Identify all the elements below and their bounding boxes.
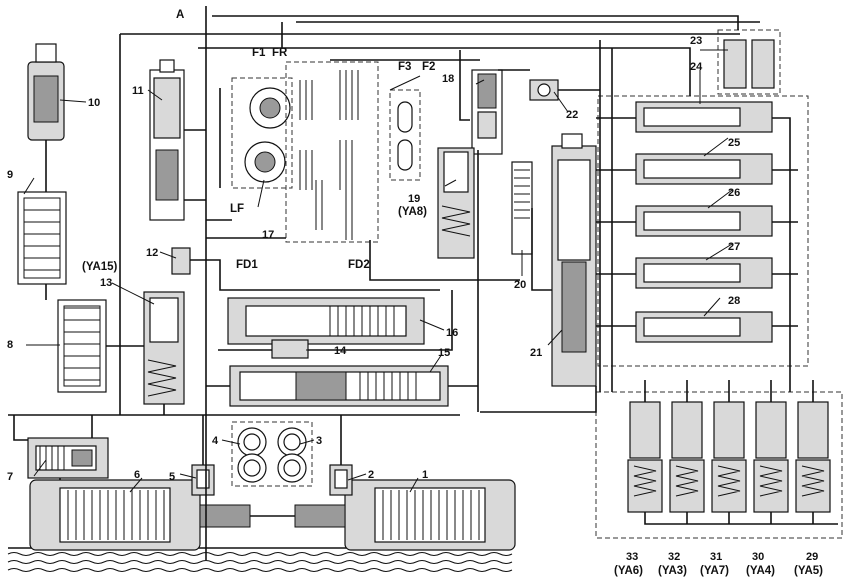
valve-12: [171, 247, 191, 275]
label-33: 33: [626, 551, 638, 563]
label-ya3: (YA3): [658, 565, 687, 577]
solenoid-10: [27, 43, 65, 141]
filter-1: [294, 479, 516, 551]
label-29: 29: [806, 551, 818, 563]
shift-valve-box: [389, 89, 421, 181]
label-ya4: (YA4): [746, 565, 775, 577]
label-F2: F2: [422, 61, 435, 73]
label-FR: FR: [272, 47, 288, 59]
valve-19: [437, 147, 475, 259]
label-22: 22: [566, 109, 578, 121]
solenoid-23: [717, 29, 781, 95]
labels: A 10 9 11 (YA15) 12 13 8 7 6 5 4 3 2 1 F…: [7, 9, 823, 577]
label-ya8: (YA8): [398, 206, 427, 218]
label-20: 20: [514, 279, 526, 291]
label-13: 13: [100, 277, 112, 289]
label-30: 30: [752, 551, 764, 563]
valve-11: [149, 59, 185, 221]
valve-bank: [597, 95, 809, 367]
valve-5: [191, 464, 215, 496]
label-10: 10: [88, 97, 100, 109]
label-18: 18: [442, 73, 454, 85]
label-17: 17: [262, 229, 274, 241]
valve-15: [229, 365, 449, 407]
label-8: 8: [7, 339, 13, 351]
label-1: 1: [422, 469, 428, 481]
label-A: A: [176, 9, 184, 21]
label-ya5: (YA5): [794, 565, 823, 577]
leader-lines: [23, 49, 733, 493]
radiator-8: [57, 299, 107, 393]
label-5: 5: [169, 471, 175, 483]
label-15: 15: [438, 347, 450, 359]
label-F3: F3: [398, 61, 411, 73]
valve-2: [329, 464, 353, 496]
label-ya6: (YA6): [614, 565, 643, 577]
clutch-pack-left: [219, 77, 293, 189]
label-4: 4: [212, 435, 219, 447]
label-24: 24: [690, 61, 703, 73]
label-FD1: FD1: [236, 259, 258, 271]
label-ya15: (YA15): [82, 261, 118, 273]
label-FD2: FD2: [348, 259, 370, 271]
label-21: 21: [530, 347, 542, 359]
label-11: 11: [132, 85, 144, 97]
label-32: 32: [668, 551, 680, 563]
label-16: 16: [446, 327, 458, 339]
filter-6: [29, 479, 251, 551]
radiator-9: [17, 191, 67, 285]
label-2: 2: [368, 469, 374, 481]
solenoid-valves-29-33: [595, 391, 843, 539]
label-25: 25: [728, 137, 740, 149]
label-12: 12: [146, 247, 158, 259]
label-27: 27: [728, 241, 740, 253]
label-23: 23: [690, 35, 702, 47]
valve-14: [271, 339, 309, 359]
valve-18: [471, 69, 503, 155]
valve-16: [227, 297, 425, 345]
label-3: 3: [316, 435, 322, 447]
valve-13: [143, 291, 185, 405]
accumulator-block-4-3: [231, 421, 313, 487]
hydraulic-lines: [8, 6, 838, 560]
label-6: 6: [134, 469, 140, 481]
valve-22: [529, 79, 559, 101]
label-26: 26: [728, 187, 740, 199]
clutch-pack-right: [285, 61, 379, 243]
valve-7: [27, 437, 109, 479]
label-7: 7: [7, 471, 13, 483]
label-31: 31: [710, 551, 722, 563]
label-14: 14: [334, 345, 347, 357]
label-F1: F1: [252, 47, 266, 59]
label-LF: LF: [230, 203, 244, 215]
oil-sump: [7, 547, 513, 572]
label-ya7: (YA7): [700, 565, 729, 577]
label-28: 28: [728, 295, 740, 307]
valve-21: [551, 133, 597, 387]
label-19: 19: [408, 193, 420, 205]
label-9: 9: [7, 169, 13, 181]
valve-20: [511, 161, 533, 255]
